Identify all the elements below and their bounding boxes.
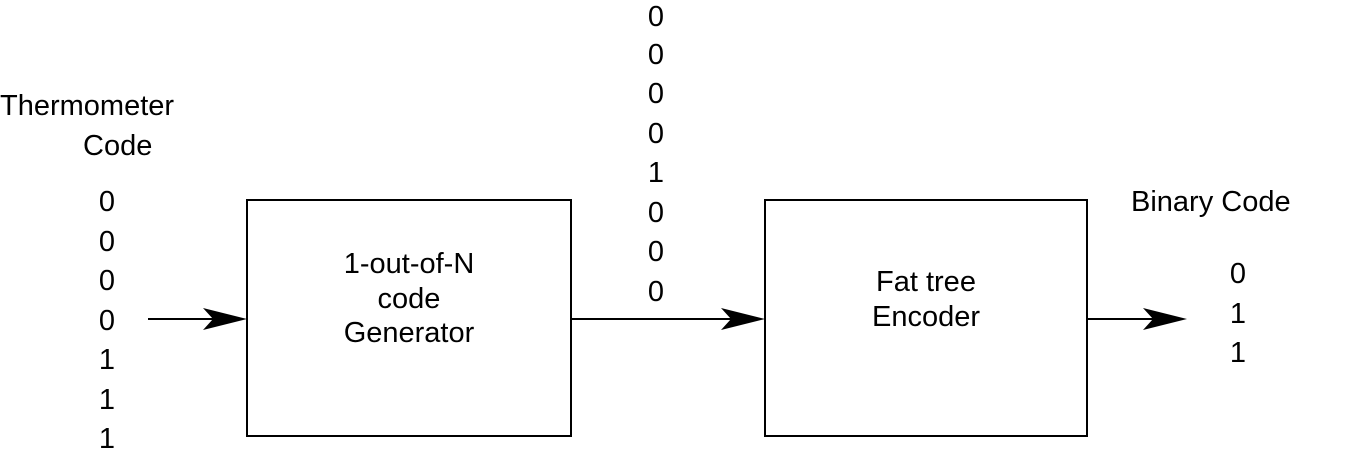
thermometer-bit: 0 <box>98 305 116 337</box>
thermometer-bit: 1 <box>98 423 116 455</box>
one-hot-bit: 0 <box>647 118 665 150</box>
thermometer-bit: 1 <box>98 384 116 416</box>
generator-label-line1: 1-out-of-N <box>343 247 475 280</box>
output-arrowhead <box>1143 308 1187 330</box>
one-hot-bit: 0 <box>647 1 665 33</box>
binary-code-title: Binary Code <box>1131 186 1291 218</box>
thermometer-title-line1: Thermometer <box>0 90 175 122</box>
thermometer-bit: 0 <box>98 265 116 297</box>
middle-arrowhead <box>721 308 765 330</box>
generator-label-line3: Generator <box>343 317 475 350</box>
binary-bit: 1 <box>1229 298 1247 330</box>
one-hot-bit: 0 <box>647 39 665 71</box>
one-hot-bit: 0 <box>647 197 665 229</box>
generator-label-line2: code <box>377 282 441 315</box>
one-hot-bit: 1 <box>647 157 665 189</box>
thermometer-bit: 0 <box>98 226 116 258</box>
binary-bit: 0 <box>1229 258 1247 290</box>
one-hot-bit: 0 <box>647 78 665 110</box>
thermometer-bit: 1 <box>98 344 116 376</box>
code-generator-block: 1-out-of-N code Generator <box>246 199 572 437</box>
binary-bit: 1 <box>1229 337 1247 369</box>
encoder-label-line1: Fat tree <box>876 266 976 299</box>
fat-tree-encoder-block: Fat tree Encoder <box>764 199 1088 437</box>
thermometer-title-line2: Code <box>83 130 153 162</box>
input-arrowhead <box>203 308 247 330</box>
one-hot-bit: 0 <box>647 236 665 268</box>
thermometer-bit: 0 <box>98 186 116 218</box>
encoder-label-line2: Encoder <box>871 301 980 333</box>
one-hot-bit: 0 <box>647 276 665 308</box>
